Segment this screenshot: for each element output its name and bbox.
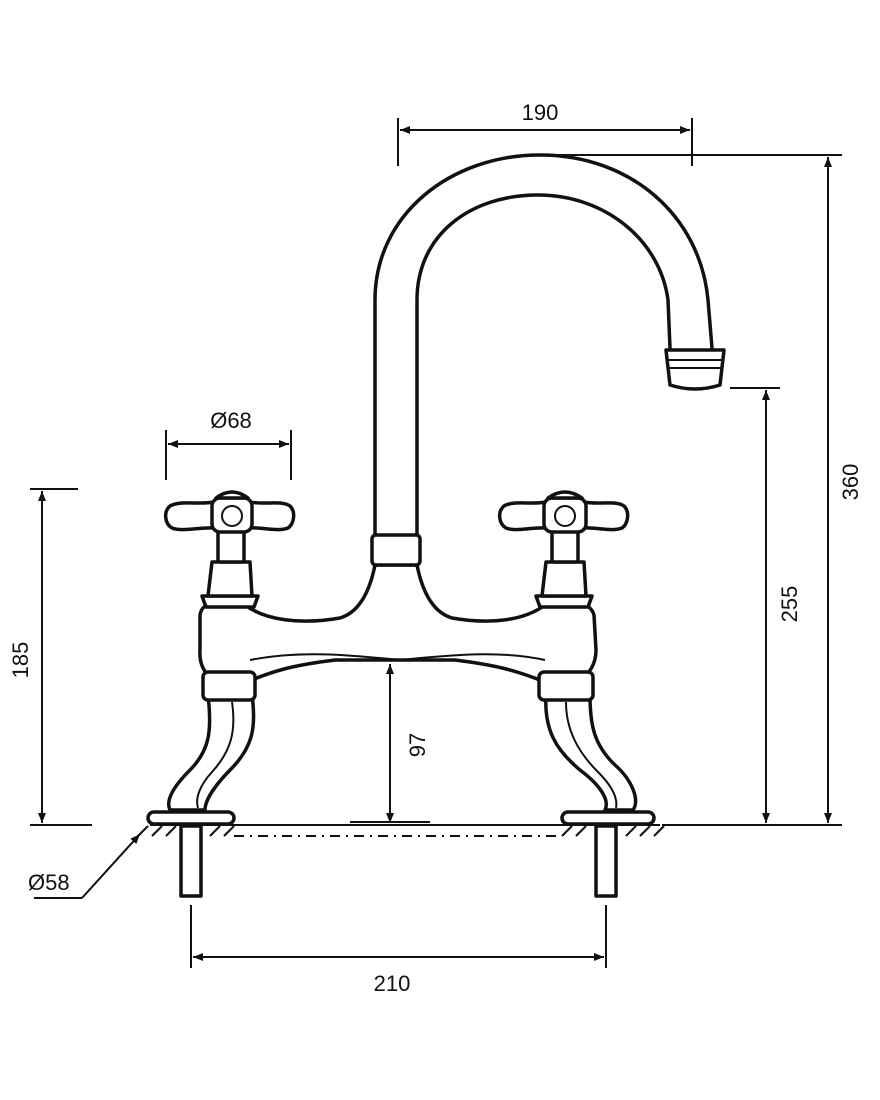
- spout-outlet-nozzle: [664, 348, 726, 391]
- tap-outline: [146, 153, 726, 898]
- dimension-bridge-clearance: 97: [350, 664, 430, 823]
- dimension-label-360: 360: [838, 464, 863, 501]
- right-leg-collar: [537, 670, 595, 702]
- mounting-surface: [137, 824, 665, 837]
- dimension-spout-reach: 190: [397, 100, 693, 166]
- right-shank: [594, 824, 618, 898]
- dimension-label-255: 255: [777, 586, 802, 623]
- dimension-outlet-height: 255: [730, 387, 802, 823]
- dimension-label-d68: Ø68: [210, 408, 252, 433]
- left-shank: [179, 824, 203, 898]
- dimension-label-185: 185: [8, 642, 33, 679]
- dimension-total-height: 360: [540, 154, 863, 826]
- spout-collar: [370, 533, 422, 567]
- dimension-handle-height: 185: [8, 488, 92, 826]
- dimension-label-190: 190: [522, 100, 559, 125]
- right-leg: [544, 693, 638, 812]
- left-leg-collar: [201, 670, 257, 702]
- spout-inner: [415, 193, 672, 537]
- left-leg: [167, 693, 256, 812]
- bridge-bar: [198, 563, 598, 687]
- dimension-label-97: 97: [405, 733, 430, 757]
- dimension-label-d58: Ø58: [28, 870, 70, 895]
- right-base-flange: [560, 810, 656, 826]
- right-crosshead-handle[interactable]: [497, 490, 630, 534]
- right-valve: [534, 528, 594, 609]
- spout-outer: [373, 153, 714, 537]
- dimension-centers-distance: 210: [190, 905, 607, 996]
- left-base-flange: [146, 810, 236, 826]
- dimension-handle-diameter: Ø68: [165, 408, 292, 480]
- dimension-base-diameter: Ø58: [28, 833, 141, 899]
- left-crosshead-handle[interactable]: [163, 490, 296, 534]
- left-valve: [200, 528, 260, 609]
- dimension-label-210: 210: [374, 971, 411, 996]
